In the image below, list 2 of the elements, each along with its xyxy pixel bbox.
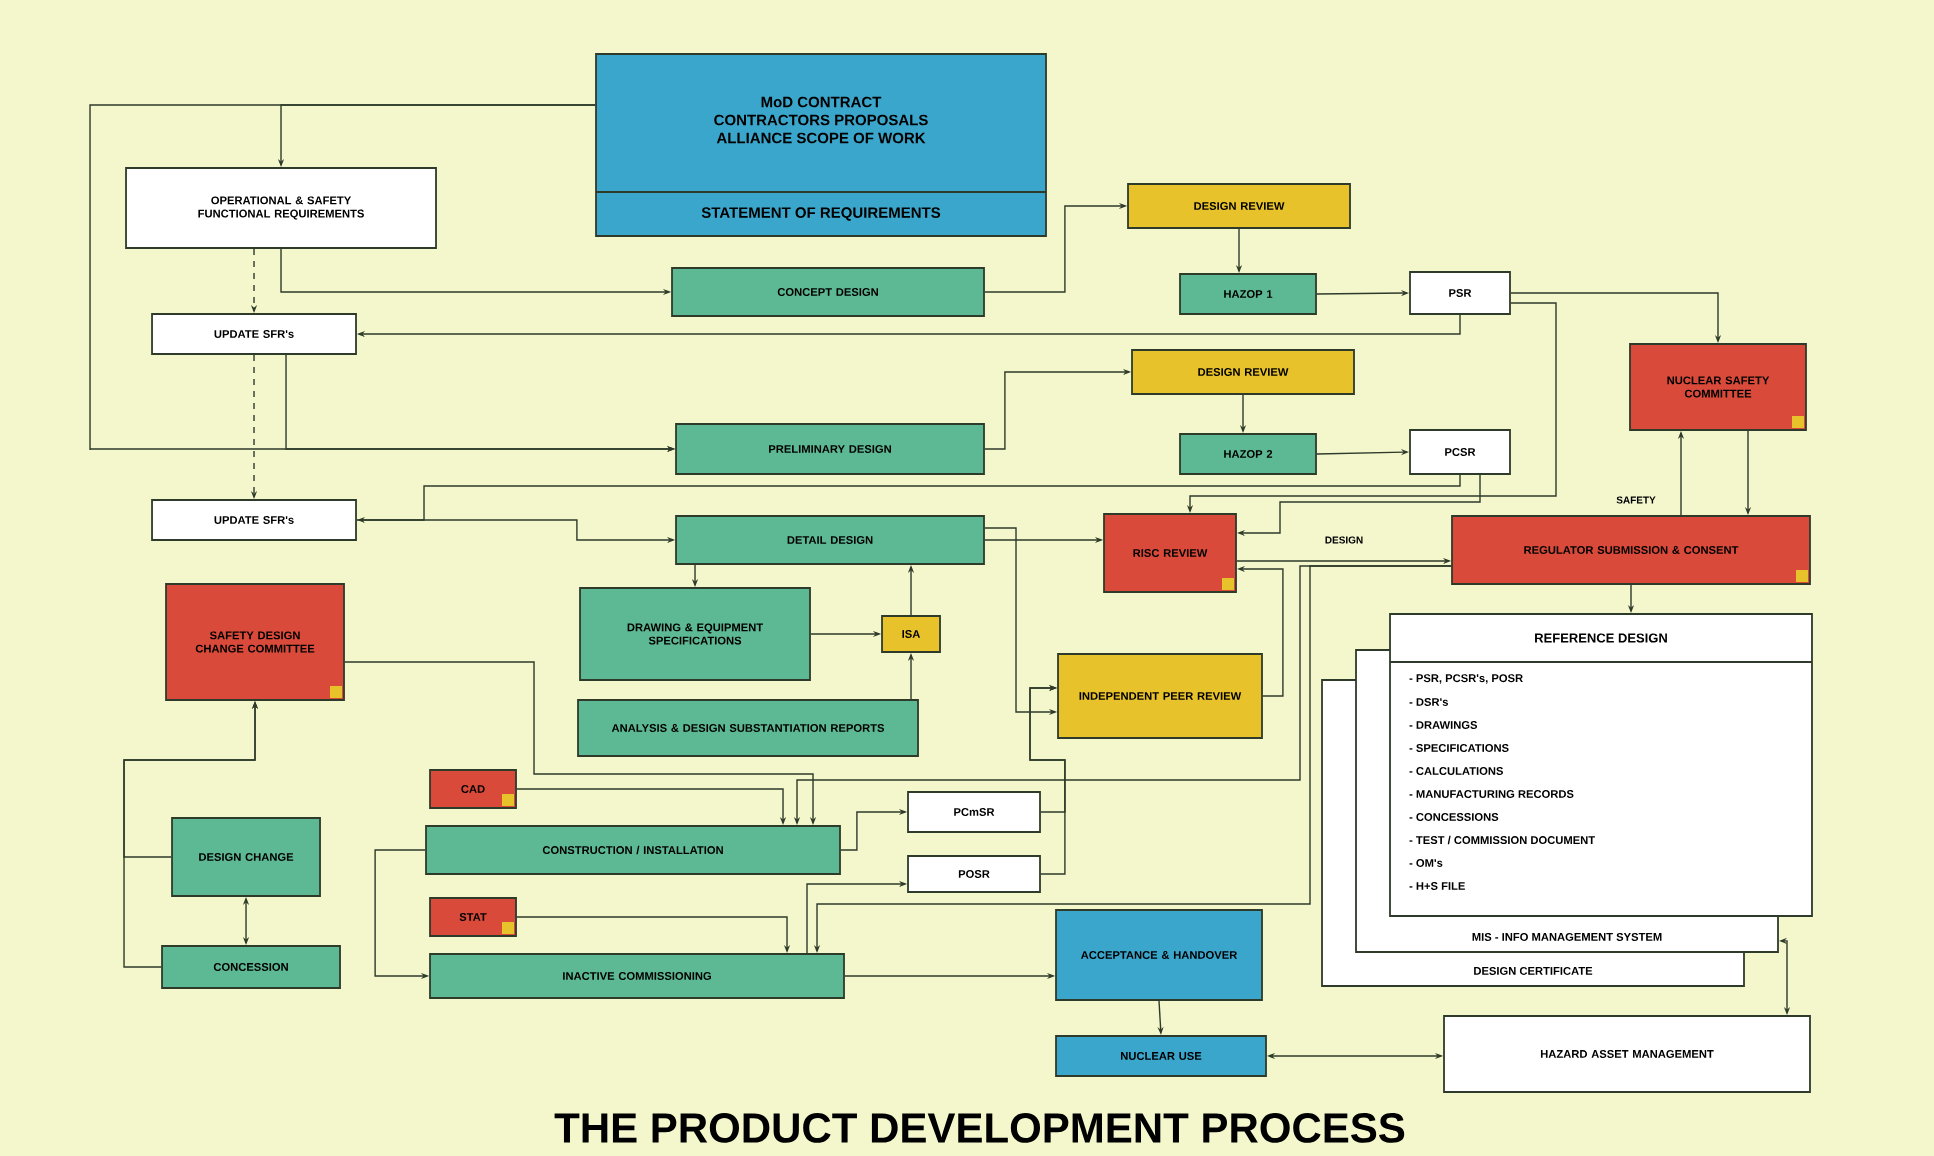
arrow (1029, 684, 1066, 875)
title: THE PRODUCT DEVELOPMENT PROCESS (554, 1113, 1405, 1143)
